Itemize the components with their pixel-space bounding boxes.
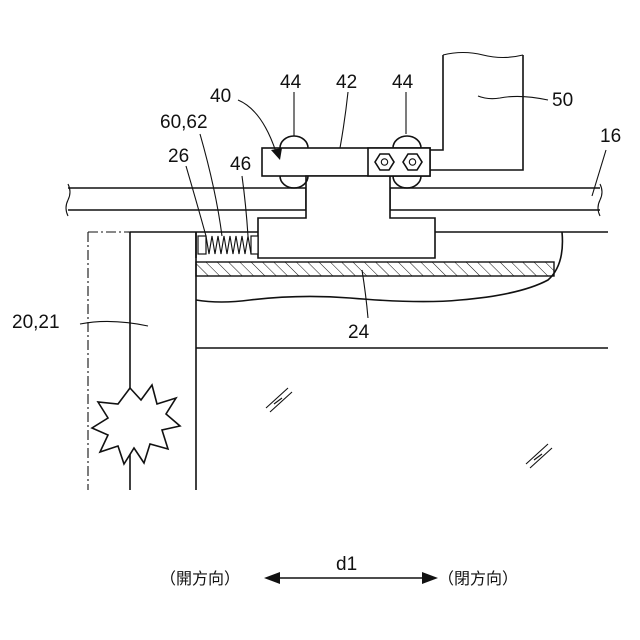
label-24: 24 xyxy=(348,322,370,343)
label-60-62: 60,62 xyxy=(160,112,208,133)
spring-60-62 xyxy=(196,232,258,258)
label-26: 26 xyxy=(168,146,189,167)
break-symbol xyxy=(92,385,180,464)
glass-mark-1 xyxy=(266,388,292,412)
label-44-left: 44 xyxy=(280,72,302,93)
label-40: 40 xyxy=(210,86,231,107)
label-direction-close: （閉方向） xyxy=(438,570,518,588)
label-50: 50 xyxy=(552,90,573,111)
label-20-21: 20,21 xyxy=(12,312,60,333)
glass-mark-2 xyxy=(526,444,552,468)
label-d1: d1 xyxy=(336,554,357,575)
label-44-right: 44 xyxy=(392,72,414,93)
bolt-plate xyxy=(368,148,430,176)
label-42: 42 xyxy=(336,72,357,93)
label-16: 16 xyxy=(600,126,621,147)
label-direction-open: （開方向） xyxy=(160,570,240,588)
label-46: 46 xyxy=(230,154,251,175)
